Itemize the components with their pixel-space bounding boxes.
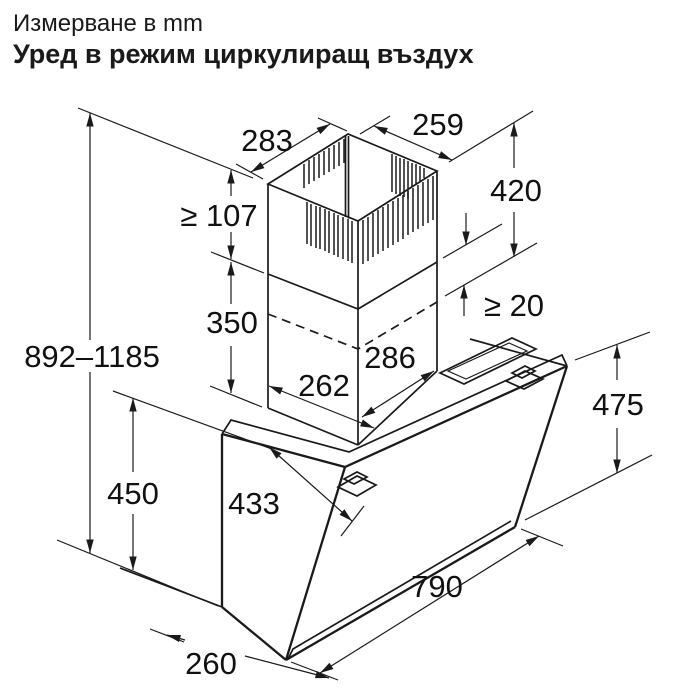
dimension-labels: 283 259 420 ≥ 107 350 ≥ 20 892–1185 286 … <box>24 107 644 681</box>
dim-lower-duct-height: 350 <box>206 305 258 340</box>
dim-upper-duct-height: 420 <box>490 173 542 208</box>
dim-chimney-width: 283 <box>241 123 293 158</box>
dim-panel-slant-length: 433 <box>228 486 280 521</box>
hidden-overlap-dashed-line <box>267 301 438 350</box>
dim-body-height-left: 450 <box>107 476 159 511</box>
units-note: Измерване в mm <box>13 10 203 37</box>
diagram-header: Измерване в mm Уред в режим циркулиращ в… <box>13 10 474 70</box>
mounting-clips <box>336 365 545 497</box>
chimney-vent-slats <box>303 139 434 264</box>
dim-body-height-right: 475 <box>592 387 644 422</box>
dim-duct-base-width: 262 <box>298 368 350 403</box>
mode-title: Уред в режим циркулиращ въздух <box>13 39 474 69</box>
dim-ceiling-clearance: ≥ 107 <box>180 198 257 233</box>
dim-chimney-depth: 259 <box>412 107 464 142</box>
dimension-lines <box>86 113 621 679</box>
dim-mounting-height-range: 892–1185 <box>24 339 160 374</box>
dim-hood-width: 790 <box>411 569 463 604</box>
dim-bottom-depth: 260 <box>185 646 237 681</box>
dim-duct-base-depth: 286 <box>364 340 416 375</box>
recirculation-outlet <box>438 337 538 385</box>
extension-lines <box>56 107 653 681</box>
dim-min-overlap: ≥ 20 <box>484 288 544 323</box>
